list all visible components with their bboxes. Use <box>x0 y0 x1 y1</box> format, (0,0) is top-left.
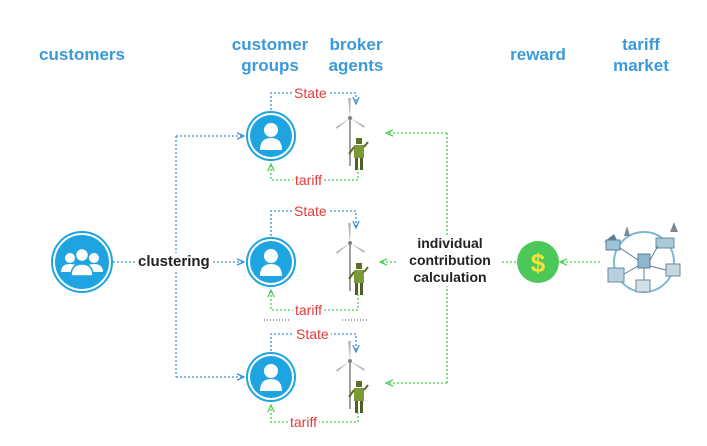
state-label-3: State <box>294 326 331 342</box>
header-customers: customers <box>39 45 125 64</box>
tariff-label-3: tariff <box>288 414 319 430</box>
tariff-label-2: tariff <box>293 302 324 318</box>
customer-group-icon-1 <box>246 111 296 161</box>
state-label-1: State <box>292 85 329 101</box>
individual-contribution-label: individual contribution calculation <box>398 235 502 286</box>
header-broker-agents: broker agents <box>328 35 384 75</box>
broker-agent-icon-2 <box>335 222 369 296</box>
state-label-2: State <box>292 203 329 219</box>
header-reward: reward <box>510 45 566 64</box>
customer-group-icon-3 <box>246 352 296 402</box>
broker-agent-icon-1 <box>335 97 369 171</box>
customer-group-icon-2 <box>246 237 296 287</box>
tariff-label-1: tariff <box>293 172 324 188</box>
svg-text:$: $ <box>531 248 546 278</box>
clustering-label: clustering <box>136 253 212 271</box>
customers-icon <box>51 231 113 293</box>
header-tariff-market: tariff market <box>613 35 669 75</box>
smart-grid-icon <box>604 222 681 293</box>
dollar-coin-icon: $ <box>517 241 559 283</box>
broker-agent-icon-3 <box>335 340 369 414</box>
header-customer-groups: customer groups <box>231 35 309 75</box>
state-loops <box>270 92 356 352</box>
